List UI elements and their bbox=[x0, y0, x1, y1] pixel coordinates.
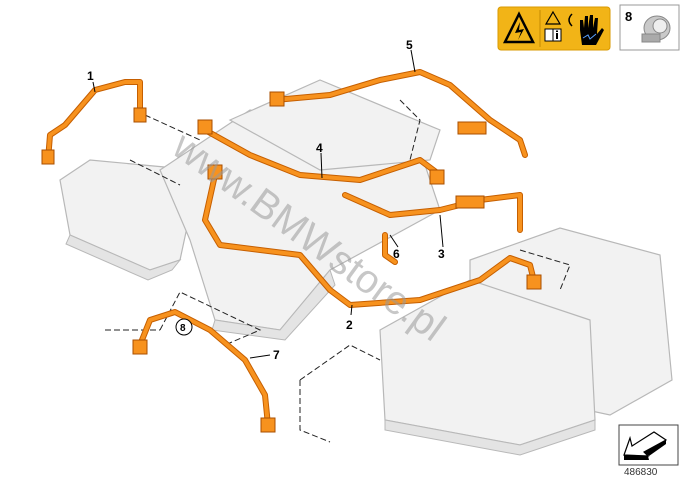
callout-4: 4 bbox=[316, 141, 323, 155]
callout-8: 8 bbox=[180, 323, 186, 334]
callout-2: 2 bbox=[346, 318, 353, 332]
callout-3: 3 bbox=[438, 247, 445, 261]
document-number: 486830 bbox=[624, 467, 658, 478]
cable-7 bbox=[132, 309, 276, 433]
view-direction-box bbox=[618, 424, 679, 466]
high-voltage-warning-icon bbox=[502, 11, 536, 44]
cable-6 bbox=[382, 232, 398, 265]
warning-panel bbox=[497, 6, 611, 51]
callout-8-circle bbox=[175, 318, 193, 336]
read-manual-icon bbox=[544, 10, 562, 42]
callout-7: 7 bbox=[273, 348, 280, 362]
callout-6: 6 bbox=[393, 247, 400, 261]
reference-box-8[interactable]: 8 bbox=[619, 4, 680, 51]
view-arrow-icon bbox=[623, 431, 668, 460]
grommet-part-icon bbox=[641, 15, 671, 43]
cable-5 bbox=[269, 69, 528, 158]
insulated-glove-icon bbox=[568, 13, 604, 45]
cable-1 bbox=[41, 79, 147, 165]
cable-3 bbox=[342, 192, 523, 233]
battery-module-right bbox=[379, 227, 673, 456]
callout-5: 5 bbox=[406, 38, 413, 52]
callout-1: 1 bbox=[87, 69, 94, 83]
cable-4 bbox=[197, 119, 445, 185]
leader-lines bbox=[92, 49, 444, 359]
reference-box-label: 8 bbox=[625, 9, 632, 24]
cable-2 bbox=[202, 164, 542, 308]
